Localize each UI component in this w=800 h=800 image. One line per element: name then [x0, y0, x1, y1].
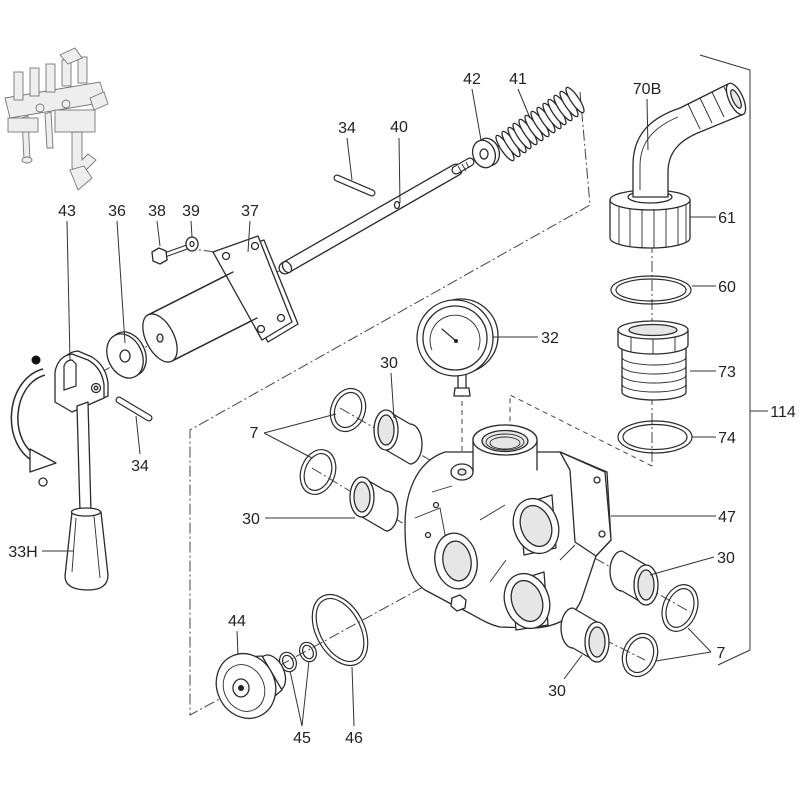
label-70b: 70B	[633, 81, 661, 98]
part-73-fitting	[617, 320, 689, 401]
part-38-bolt	[151, 244, 190, 265]
rotation-arrow-icon	[10, 355, 57, 487]
label-33h: 33H	[8, 544, 37, 561]
label-38: 38	[148, 203, 166, 220]
part-44-cap	[215, 653, 287, 719]
guide-lines	[99, 91, 691, 716]
label-30-top: 30	[380, 355, 398, 372]
label-7-right: 7	[717, 645, 726, 662]
label-41: 41	[509, 71, 527, 88]
part-46-ring	[311, 594, 369, 666]
label-30-bottom: 30	[548, 683, 566, 700]
part-labels: 42 41 70B 34 40 43 36 38 39 37 61 60 32 …	[8, 71, 796, 747]
label-47: 47	[718, 509, 736, 526]
part-39-washer	[185, 236, 199, 252]
label-39: 39	[182, 203, 200, 220]
label-61: 61	[718, 210, 736, 227]
part-34-pin-lower	[115, 396, 153, 422]
part-32-pressure-gauge	[416, 298, 499, 397]
part-37-housing	[142, 235, 299, 363]
label-44: 44	[228, 613, 246, 630]
part-7-ring-upper-left	[329, 387, 367, 433]
part-43-bracket	[54, 350, 109, 413]
part-74-o-ring	[617, 420, 693, 454]
part-42-washer	[471, 137, 501, 169]
part-7-ring-lower-left	[299, 449, 337, 495]
part-34-pin-upper	[333, 174, 376, 197]
part-40-shaft	[278, 157, 475, 275]
part-30-sleeve-right	[609, 550, 659, 606]
label-45: 45	[293, 730, 311, 747]
label-30-right: 30	[717, 550, 735, 567]
label-34-lower: 34	[131, 458, 149, 475]
leader-lines	[42, 88, 768, 727]
part-30-sleeve-left	[349, 476, 399, 532]
part-7-ring-upper-right	[661, 584, 699, 632]
part-30-sleeve-top	[373, 409, 423, 465]
part-60-o-ring	[610, 275, 692, 305]
label-46: 46	[345, 730, 363, 747]
assembly-thumbnail	[4, 47, 109, 191]
part-47-valve-body	[404, 424, 612, 631]
label-114: 114	[770, 404, 796, 421]
label-73: 73	[718, 364, 736, 381]
bracket-114	[699, 54, 751, 666]
part-33h-handle	[64, 401, 109, 591]
label-36: 36	[108, 203, 126, 220]
part-61-nut	[609, 189, 691, 249]
part-70b-elbow	[632, 82, 747, 198]
part-7-ring-lower-right	[621, 632, 659, 678]
label-37: 37	[241, 203, 259, 220]
label-42: 42	[463, 71, 481, 88]
label-30-left: 30	[242, 511, 260, 528]
label-43: 43	[58, 203, 76, 220]
part-36-washer	[106, 331, 147, 379]
part-41-spring	[495, 86, 585, 162]
part-30-sleeve-bottom	[560, 607, 610, 663]
label-74: 74	[718, 430, 736, 447]
label-60: 60	[718, 279, 736, 296]
label-34-upper: 34	[338, 120, 356, 137]
label-40: 40	[390, 119, 408, 136]
label-7-left: 7	[250, 425, 259, 442]
label-32: 32	[541, 330, 559, 347]
